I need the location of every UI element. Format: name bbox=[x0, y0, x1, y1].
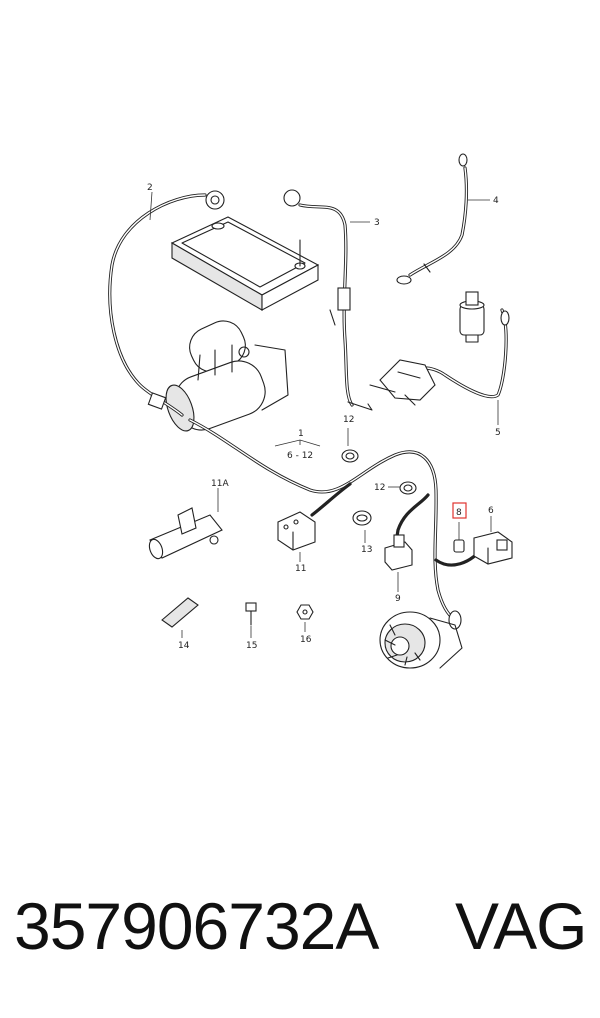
highlight-box-8 bbox=[452, 502, 467, 519]
connector-9 bbox=[384, 534, 413, 571]
connector-6 bbox=[473, 531, 513, 565]
callout-3: 3 bbox=[374, 218, 380, 228]
harness-1 bbox=[188, 418, 487, 630]
callout-11a: 11A bbox=[211, 479, 229, 489]
callout-8: 8 bbox=[456, 508, 462, 518]
callout-11: 11 bbox=[295, 564, 306, 574]
callout-1: 1 bbox=[298, 429, 304, 439]
starter-motor bbox=[165, 320, 289, 432]
callout-9: 9 bbox=[395, 594, 401, 604]
wiring-diagram: 2 3 4 5 1 6 - 12 12 12 6 8 9 11 11A 13 1… bbox=[108, 153, 513, 669]
cable-3 bbox=[283, 189, 373, 411]
ignition-coil bbox=[459, 291, 485, 343]
cable-5 bbox=[423, 308, 510, 399]
leader-lines bbox=[149, 191, 499, 638]
part-number: 357906732A bbox=[14, 889, 379, 963]
part-16 bbox=[296, 604, 314, 620]
callout-15: 15 bbox=[246, 641, 257, 651]
grommet-13 bbox=[352, 510, 372, 526]
callout-16: 16 bbox=[300, 635, 312, 645]
callout-6: 6 bbox=[488, 506, 494, 516]
clamp-12-lower bbox=[399, 481, 417, 495]
callout-4: 4 bbox=[493, 196, 499, 206]
callout-12-lower: 12 bbox=[374, 483, 385, 493]
callout-13: 13 bbox=[361, 545, 372, 555]
distributor-bracket bbox=[369, 359, 436, 406]
part-11a bbox=[148, 507, 223, 560]
callout-2: 2 bbox=[147, 183, 153, 193]
cable-4 bbox=[396, 153, 469, 285]
part-14 bbox=[161, 597, 199, 628]
clamp-12-upper bbox=[341, 449, 359, 463]
alternator bbox=[379, 611, 463, 669]
part-8 bbox=[453, 539, 465, 553]
footer: 357906732A VAG bbox=[0, 888, 600, 988]
part-15 bbox=[245, 602, 257, 626]
connector-11 bbox=[277, 511, 316, 551]
callout-1-range: 6 - 12 bbox=[287, 451, 313, 461]
callout-5: 5 bbox=[495, 428, 501, 438]
callout-14: 14 bbox=[178, 641, 190, 651]
battery bbox=[170, 216, 320, 311]
callout-12-upper: 12 bbox=[343, 415, 354, 425]
brand-label: VAG bbox=[455, 889, 587, 963]
cable-2 bbox=[108, 190, 225, 417]
